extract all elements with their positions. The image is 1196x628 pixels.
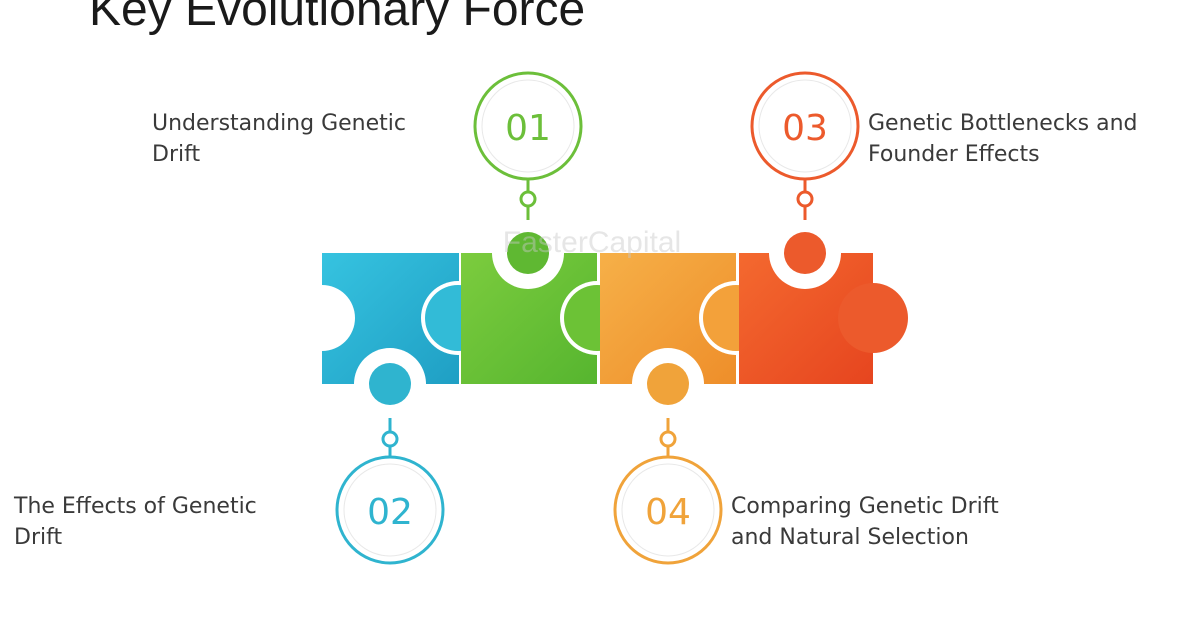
puzzle-piece-green <box>461 217 634 384</box>
step-01-label: Understanding Genetic Drift <box>152 108 406 170</box>
step-02-label-line1: The Effects of Genetic <box>14 494 257 519</box>
step-03-label: Genetic Bottlenecks and Founder Effects <box>868 108 1138 170</box>
connector-02 <box>381 418 399 458</box>
step-04-label: Comparing Genetic Drift and Natural Sele… <box>731 491 999 553</box>
step-04-label-line2: and Natural Selection <box>731 525 969 550</box>
step-02-badge: 02 <box>335 455 445 565</box>
step-03-label-line2: Founder Effects <box>868 142 1040 167</box>
step-04-label-line1: Comparing Genetic Drift <box>731 494 999 519</box>
step-03-label-line1: Genetic Bottlenecks and <box>868 111 1138 136</box>
puzzle-piece-red <box>739 217 908 384</box>
page-title: Key Evolutionary Force <box>89 0 586 36</box>
connector-03 <box>796 178 814 220</box>
watermark-text: FasterCapital <box>503 226 681 259</box>
step-02-label: The Effects of Genetic Drift <box>14 491 257 553</box>
connector-01 <box>519 178 537 220</box>
step-03-badge: 03 <box>750 71 860 181</box>
step-04-number: 04 <box>645 492 691 533</box>
connector-04 <box>659 418 677 458</box>
step-04-badge: 04 <box>613 455 723 565</box>
step-01-number: 01 <box>505 108 551 149</box>
step-01-label-line2: Drift <box>152 142 201 167</box>
step-02-label-line2: Drift <box>14 525 63 550</box>
step-01-label-line1: Understanding Genetic <box>152 111 406 136</box>
step-03-number: 03 <box>782 108 828 149</box>
step-01-badge: 01 <box>473 71 583 181</box>
step-02-number: 02 <box>367 492 413 533</box>
